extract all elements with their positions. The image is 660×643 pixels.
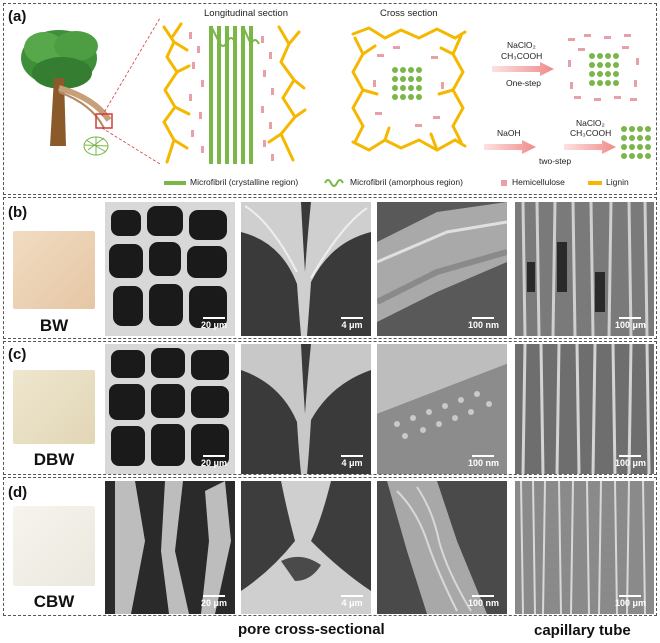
legend: Microfibril (crystalline region) Microfi… xyxy=(164,177,654,191)
two-step-reagent-a: NaOH xyxy=(497,128,521,138)
two-step-label: two-step xyxy=(539,156,572,166)
two-step-arrow-2 xyxy=(564,140,616,154)
scale-c-3: 100 nm xyxy=(468,455,499,468)
two-step-reagent-b1: NaClO₂ xyxy=(576,118,605,128)
scale-d-3: 100 nm xyxy=(468,595,499,608)
legend-crystalline: Microfibril (crystalline region) xyxy=(190,177,299,187)
sem-c-1: 20 μm xyxy=(105,344,235,474)
legend-hemicellulose: Hemicellulose xyxy=(512,177,565,187)
sem-b-3: 100 nm xyxy=(377,202,507,336)
panel-d-label: (d) xyxy=(8,484,28,501)
legend-amorphous-swatch xyxy=(324,179,344,187)
sample-cbw-photo xyxy=(13,506,95,586)
legend-amorphous: Microfibril (amorphous region) xyxy=(350,177,463,187)
scale-b-2: 4 μm xyxy=(341,317,363,330)
one-step-result xyxy=(568,34,639,101)
cross-section-diagram xyxy=(351,26,467,152)
scale-c-1: 20 μm xyxy=(201,455,227,468)
sem-c-2: 4 μm xyxy=(241,344,371,474)
legend-crystalline-swatch xyxy=(164,181,186,185)
one-step-reagent-2: CH₃COOH xyxy=(501,51,543,61)
scale-d-2: 4 μm xyxy=(341,595,363,608)
panel-c: (c) DBW 20 μm 4 μm 100 xyxy=(3,341,657,475)
scale-b-4: 100 μm xyxy=(615,317,646,330)
sem-b-2: 4 μm xyxy=(241,202,371,336)
label-capillary-tube: capillary tube xyxy=(534,622,631,639)
sample-bw-label: BW xyxy=(39,316,69,335)
panel-a-label: (a) xyxy=(8,8,27,25)
panel-b-label: (b) xyxy=(8,204,28,221)
sample-bw-photo xyxy=(13,231,95,309)
sem-d-4: 100 μm xyxy=(515,481,654,614)
cross-title: Cross section xyxy=(380,8,438,19)
legend-lignin: Lignin xyxy=(606,177,629,187)
sem-d-3: 100 nm xyxy=(377,481,507,614)
sem-b-1: 20 μm xyxy=(105,202,235,336)
sample-dbw-photo xyxy=(13,370,95,444)
one-step-arrow xyxy=(492,62,554,76)
sem-c-3: 100 nm xyxy=(377,344,507,474)
two-step-reagent-b2: CH₃COOH xyxy=(570,128,612,138)
scale-d-4: 100 μm xyxy=(615,595,646,608)
sem-b-4: 100 μm xyxy=(515,202,654,336)
panel-d: (d) CBW 20 μm 4 μm 100 nm xyxy=(3,477,657,616)
scale-b-1: 20 μm xyxy=(201,317,227,330)
sample-dbw-label: DBW xyxy=(33,450,75,469)
scale-c-4: 100 μm xyxy=(615,455,646,468)
tree-illustration xyxy=(21,30,113,156)
scale-d-1: 20 μm xyxy=(201,595,227,608)
panel-c-label: (c) xyxy=(8,346,27,363)
panel-b: (b) BW 20 μm 4 μm 100 nm xyxy=(3,197,657,339)
zoom-lines xyxy=(101,17,161,165)
scale-b-3: 100 nm xyxy=(468,317,499,330)
longitudinal-title: Longitudinal section xyxy=(204,8,288,19)
sem-d-2: 4 μm xyxy=(241,481,371,614)
legend-lignin-swatch xyxy=(588,181,602,185)
sem-c-4: 100 μm xyxy=(515,344,654,474)
scale-c-2: 4 μm xyxy=(341,455,363,468)
legend-hemicellulose-swatch xyxy=(501,180,507,186)
longitudinal-diagram xyxy=(162,22,307,164)
label-pore-cross-sectional: pore cross-sectional xyxy=(238,621,385,638)
one-step-reagent-1: NaClO₂ xyxy=(507,40,536,50)
sample-cbw-label: CBW xyxy=(33,592,75,611)
two-step-result xyxy=(621,126,651,159)
sem-d-1: 20 μm xyxy=(105,481,235,614)
two-step-arrow-1 xyxy=(484,140,536,154)
one-step-label: One-step xyxy=(506,78,541,88)
panel-a: (a) Longitudinal section Cross section xyxy=(3,3,657,195)
